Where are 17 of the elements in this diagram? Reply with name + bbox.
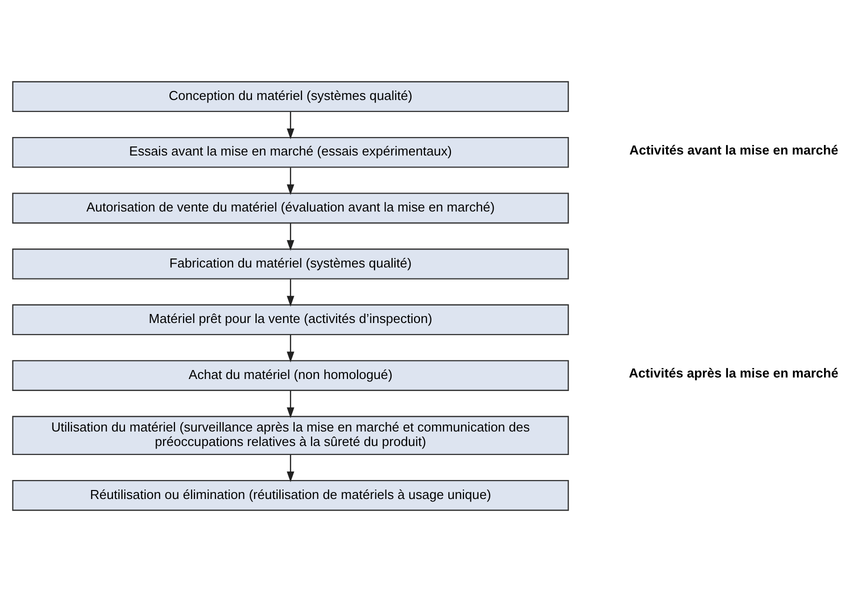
node-box: Utilisation du matériel (surveillance après la mise en marché et communication des préoccupations relatives à la sûreté du produit) <box>12 416 569 456</box>
arrow <box>286 279 294 307</box>
node-box: Réutilisation ou élimination (réutilisation de matériels à usage unique) <box>12 480 569 511</box>
arrow <box>286 223 294 251</box>
arrow <box>286 112 294 140</box>
label: Activités avant la mise en marché <box>629 142 838 158</box>
node-box: Essais avant la mise en marché (essais expérimentaux) <box>12 136 569 168</box>
arrow <box>286 334 294 362</box>
arrow <box>286 168 294 196</box>
node-box: Matériel prêt pour la vente (activités d’inspection) <box>12 304 569 336</box>
node-box: Achat du matériel (non homologué) <box>12 360 569 391</box>
node-box: Autorisation de vente du matériel (évaluation avant la mise en marché) <box>12 192 569 224</box>
label: Activités après la mise en marché <box>628 366 838 381</box>
arrow <box>286 390 294 418</box>
node-box: Conception du matériel (systèmes qualité) <box>12 81 569 112</box>
node-box: Fabrication du matériel (systèmes qualité) <box>12 248 569 280</box>
arrow <box>286 454 294 482</box>
